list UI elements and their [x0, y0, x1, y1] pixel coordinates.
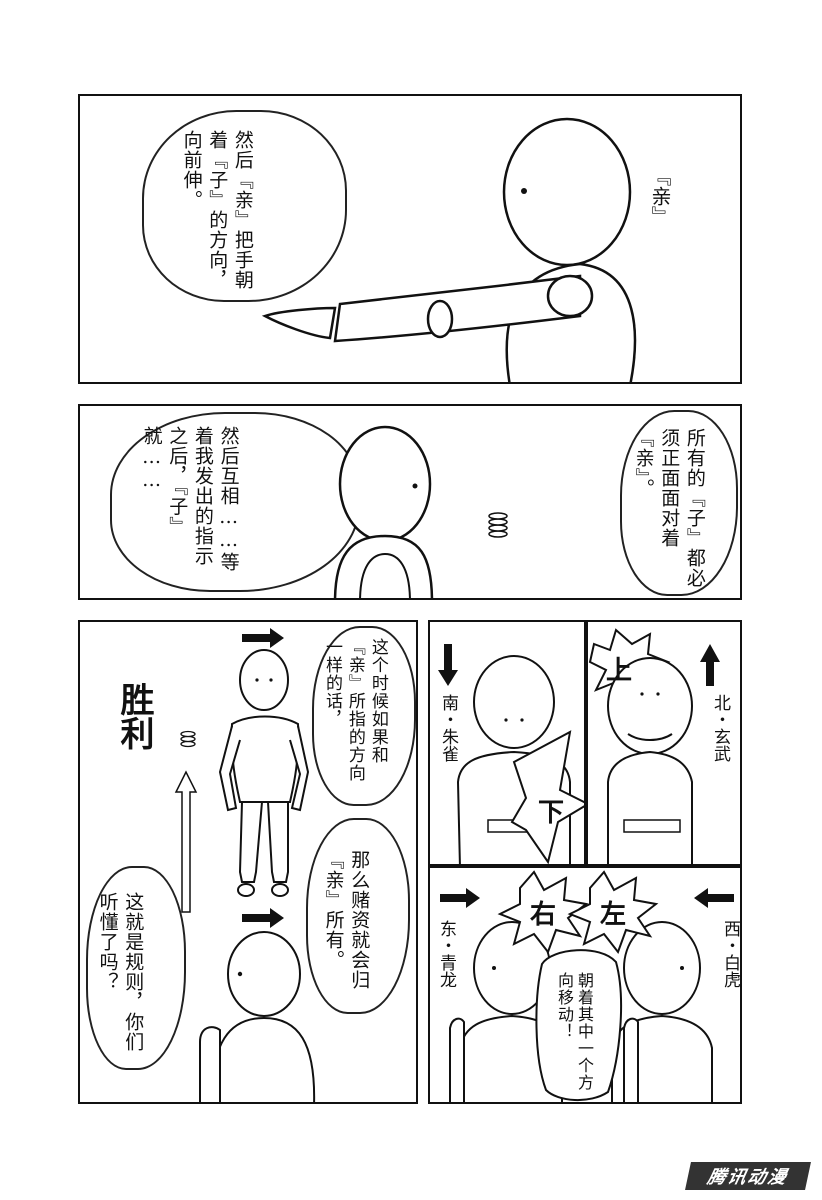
- speech-text: 朝着其中一个方向移动！: [555, 972, 594, 1091]
- panel-6-drawing: [440, 870, 734, 1102]
- panel-2: 然后互相……等着我发出的指示之后，『子』就…… 所有的『子』都必须正面面对着『亲…: [78, 404, 742, 600]
- panel-3-drawing: [174, 628, 316, 1102]
- left-arrow-icon: [694, 888, 734, 908]
- speech-text-mid: 那么赌资就会归『亲』所有。: [322, 850, 371, 990]
- speech-text-right: 所有的『子』都必须正面面对着『亲』。: [632, 428, 706, 588]
- speech-bubble-top: [312, 626, 416, 806]
- down-arrow-icon: [438, 644, 458, 686]
- burst-right: 右: [530, 900, 557, 930]
- panel-3: 胜利 这个时候如果和『亲』所指的方向一样的话， 那么赌资就会归『亲』所有。 这就…: [78, 620, 418, 1104]
- panel-6-east-west: 东・青龙 西・白虎 右 左 朝着其中一个方向移动！: [428, 866, 742, 1104]
- burst-up: 上: [606, 656, 633, 686]
- win-label: 胜利: [114, 682, 154, 750]
- speech-bubble-left: [110, 412, 360, 592]
- right-arrow-icon: [440, 888, 480, 908]
- burst-down: 下: [538, 798, 565, 828]
- burst-bubble: [567, 870, 659, 955]
- north-label: 北・玄武: [710, 694, 730, 762]
- speech-bubble-bottom: [86, 866, 186, 1070]
- mannequin-pointing-figure: [261, 117, 637, 382]
- panel-5-north: 上 北・玄武: [586, 620, 742, 866]
- panel-1: 然后『亲』把手朝着『子』的方向，向前伸。 『亲』: [78, 94, 742, 384]
- speech-bubble-right: [620, 410, 738, 596]
- right-arrow-icon: [242, 908, 284, 928]
- speech-bubble-mid: [306, 818, 410, 1014]
- speech-bubble: [142, 110, 347, 302]
- up-arrow-icon: [174, 770, 198, 913]
- panel-5-drawing: [588, 628, 720, 864]
- coin-stack: [488, 512, 508, 538]
- up-arrow-icon: [700, 644, 720, 686]
- speech-text-top: 这个时候如果和『亲』所指的方向一样的话，: [321, 638, 388, 782]
- right-arrow-icon: [242, 628, 284, 648]
- mannequin-back-figure: [333, 425, 508, 598]
- coin-stack: [180, 730, 196, 748]
- oya-label: 『亲』: [648, 166, 672, 226]
- speech-text-left: 然后互相……等着我发出的指示之后，『子』就……: [140, 426, 240, 572]
- speech-bubble: [535, 949, 623, 1102]
- panel-4-south: 南・朱雀 下: [428, 620, 586, 866]
- east-label: 东・青龙: [436, 920, 456, 988]
- speech-text: 然后『亲』把手朝着『子』的方向，向前伸。: [180, 130, 254, 290]
- burst-bubble: [497, 870, 589, 955]
- burst-left: 左: [600, 900, 627, 930]
- panel-4-drawing: [438, 644, 584, 864]
- watermark-logo: 腾讯动漫: [685, 1162, 811, 1190]
- speech-text-bottom: 这就是规则，你们听懂了吗？: [96, 892, 145, 1052]
- west-label: 西・白虎: [720, 920, 740, 988]
- south-label: 南・朱雀: [438, 694, 458, 762]
